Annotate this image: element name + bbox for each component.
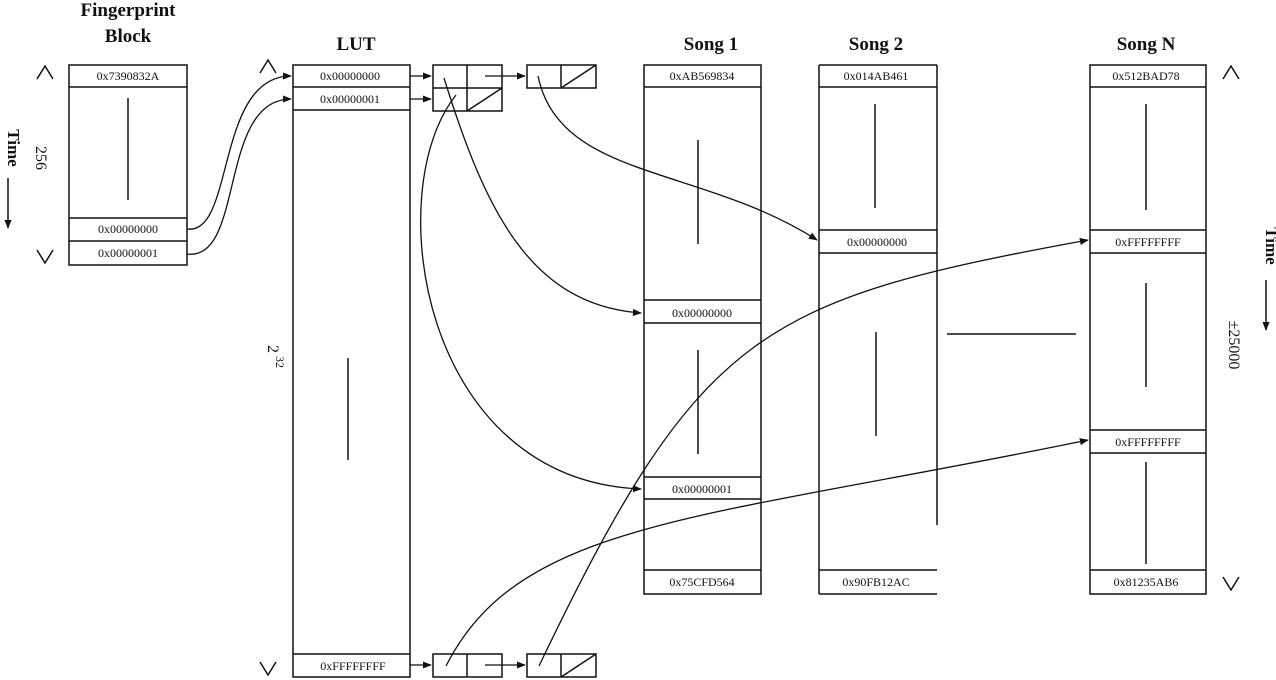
song-n-entry-0: 0xFFFFFFFF (1115, 235, 1181, 249)
chevron-up-icon (1222, 64, 1240, 80)
song-2-title: Song 2 (849, 34, 903, 55)
song-n-entry-1: 0xFFFFFFFF (1115, 435, 1181, 449)
pointer-arrow (186, 95, 292, 255)
time-label-left: Time (4, 129, 23, 167)
lut-title: LUT (336, 34, 375, 55)
range-label-right: ±25000 (1225, 321, 1242, 370)
pointer-arrow (538, 237, 1089, 667)
time-label-right: Time (1262, 227, 1276, 265)
song-1-title: Song 1 (684, 34, 738, 55)
fingerprint-block-frame (68, 64, 188, 266)
pointer-arrow (443, 77, 642, 317)
chevron-down-icon (36, 249, 54, 265)
fingerprint-block-title-line1: Fingerprint (81, 0, 177, 21)
lut: LUT 0x00000000 0x00000001 0xFFFFFFFF 2 3… (259, 34, 411, 678)
chevron-down-icon (259, 661, 277, 677)
song-1-entry-1: 0x00000001 (672, 482, 732, 496)
pointer-arrow (537, 75, 818, 241)
lut-size-exponent: 32 (273, 356, 287, 368)
pointer-arrow (420, 94, 642, 493)
chevron-up-icon (259, 58, 277, 74)
song-n-bottom-value: 0x81235AB6 (1114, 575, 1179, 589)
lut-entry-0: 0x00000000 (320, 69, 380, 83)
pointer-arrow (445, 438, 1089, 667)
song-n-top-value: 0x512BAD78 (1112, 69, 1179, 83)
song-1-top-value: 0xAB569834 (670, 69, 735, 83)
fingerprint-block-title-line2: Block (105, 26, 152, 47)
song-n: Song N 0x512BAD78 0xFFFFFFFF 0xFFFFFFFF … (1089, 34, 1276, 595)
lut-size-base: 2 (264, 345, 281, 353)
song-2-entry-0: 0x00000000 (847, 235, 907, 249)
song-1: Song 1 0xAB569834 0x00000000 0x00000001 … (643, 34, 762, 595)
song-1-frame (643, 64, 762, 595)
fingerprint-block: Fingerprint Block 0x7390832A 0x00000000 … (4, 0, 188, 266)
song-n-title: Song N (1117, 34, 1176, 55)
song-1-bottom-value: 0x75CFD564 (669, 575, 734, 589)
lut-frame (292, 64, 411, 678)
fingerprint-top-value: 0x7390832A (97, 69, 160, 83)
lut-entry-1: 0x00000001 (320, 92, 380, 106)
linked-list-nodes (432, 64, 597, 678)
song-2: Song 2 0x014AB461 0x00000000 0x90FB12AC (818, 34, 938, 595)
song-2-bottom-value: 0x90FB12AC (842, 575, 909, 589)
chevron-up-icon (36, 64, 54, 80)
song-1-entry-0: 0x00000000 (672, 306, 732, 320)
song-n-frame (1089, 64, 1207, 595)
lut-size-label: 2 32 (264, 345, 287, 368)
song-2-top-value: 0x014AB461 (844, 69, 909, 83)
fingerprint-entry-0: 0x00000000 (98, 222, 158, 236)
fingerprint-size-label: 256 (32, 146, 49, 170)
pointer-arrow (186, 72, 292, 230)
chevron-down-icon (1222, 576, 1240, 592)
fingerprint-entry-1: 0x00000001 (98, 246, 158, 260)
lut-last-entry: 0xFFFFFFFF (320, 659, 386, 673)
pointer-arrows (186, 72, 1089, 669)
